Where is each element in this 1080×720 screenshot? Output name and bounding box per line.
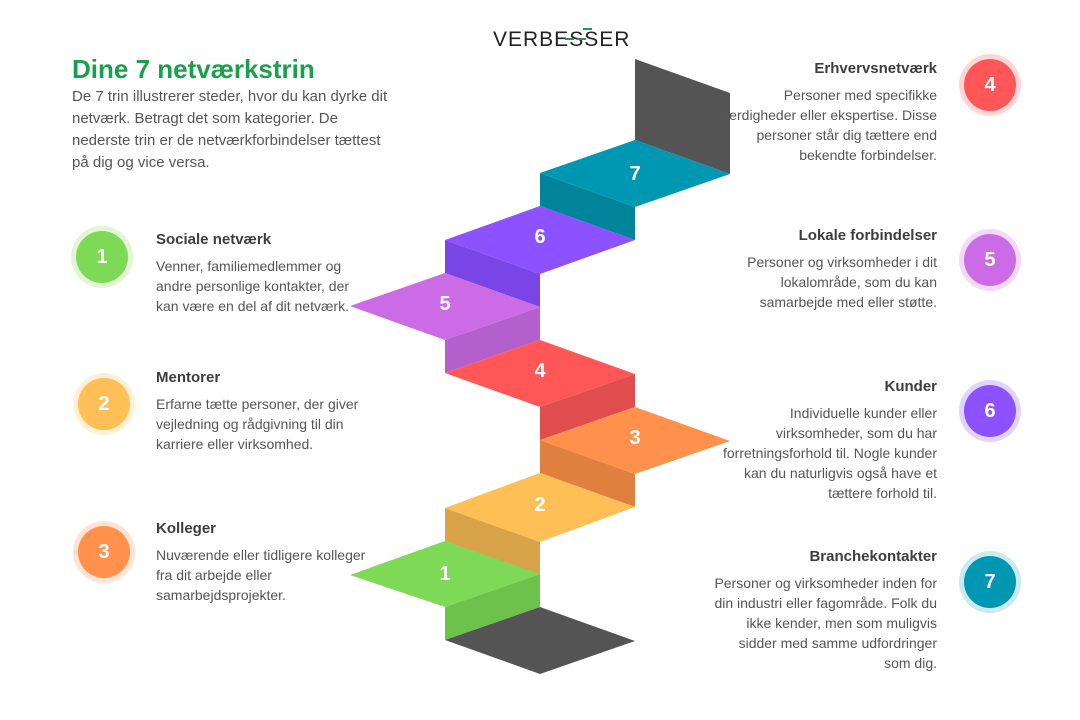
step-text: Erfarne tætte personer, der giver vejled… <box>156 396 359 452</box>
stair-3-tread <box>540 407 730 474</box>
step-6-description: Kunder Individuelle kunder eller virksom… <box>712 378 937 503</box>
stair-3-riser <box>540 440 635 507</box>
step-badge-2: 2 <box>78 378 130 430</box>
brand-logo: VERBESSER <box>493 26 629 54</box>
stair-4-tread <box>445 340 635 407</box>
step-text: Personer og virksomheder i dit lokalområ… <box>747 254 937 310</box>
stair-number: 6 <box>534 226 545 248</box>
step-7-description: Branchekontakter Personer og virksomhede… <box>712 548 937 673</box>
stair-7-tread <box>540 140 730 207</box>
stair-5-riser <box>445 307 540 373</box>
stair-6-tread <box>445 206 635 274</box>
step-badge-7: 7 <box>964 556 1016 608</box>
badge-number: 1 <box>96 245 108 268</box>
step-1-description: Sociale netværk Venner, familiemedlemmer… <box>156 231 366 316</box>
stair-1-riser <box>445 574 540 640</box>
step-title: Lokale forbindelser <box>798 227 937 244</box>
stair-4-riser <box>540 374 635 440</box>
step-badge-4: 4 <box>964 59 1016 111</box>
stair-7-riser <box>540 173 635 240</box>
badge-number: 5 <box>984 248 996 271</box>
step-title: Branchekontakter <box>809 548 937 565</box>
step-4-description: Erhvervsnetværk Personer med specifikke … <box>712 60 937 165</box>
stair-number: 3 <box>629 427 640 449</box>
logo-accent-bar <box>577 38 586 40</box>
stair-number: 5 <box>439 293 450 315</box>
badge-number: 7 <box>984 570 996 593</box>
step-badge-5: 5 <box>964 234 1016 286</box>
step-title: Kolleger <box>156 520 217 537</box>
badge-number: 4 <box>984 73 996 96</box>
step-text: Personer og virksomheder inden for din i… <box>714 575 937 671</box>
stair-2-riser <box>445 508 540 575</box>
step-badge-1: 1 <box>76 231 128 283</box>
stair-number: 2 <box>534 494 545 516</box>
step-text: Venner, familiemedlemmer og andre person… <box>156 258 350 314</box>
step-badge-3: 3 <box>78 526 130 578</box>
page-title: Dine 7 netværkstrin <box>72 54 315 84</box>
badge-number: 3 <box>98 540 110 563</box>
step-title: Kunder <box>884 378 938 395</box>
step-text: Nuværende eller tidligere kolleger fra d… <box>156 547 366 603</box>
stair-1-tread <box>350 541 540 607</box>
step-title: Mentorer <box>156 369 221 386</box>
stair-number: 4 <box>534 360 546 382</box>
step-text: Individuelle kunder eller virksomheder, … <box>722 405 937 501</box>
stair-6-riser <box>445 240 540 307</box>
logo-text: VERBESSER <box>493 28 631 51</box>
badge-number: 2 <box>98 392 110 415</box>
stair-floor <box>445 607 635 674</box>
step-title: Sociale netværk <box>156 231 272 248</box>
step-badge-6: 6 <box>964 385 1016 437</box>
step-title: Erhvervsnetværk <box>814 60 937 77</box>
logo-accent-bar <box>583 28 592 30</box>
step-3-description: Kolleger Nuværende eller tidligere kolle… <box>156 520 366 605</box>
logo-accent-bar <box>565 38 574 40</box>
stair-top-wall <box>635 59 730 174</box>
stair-2-tread <box>445 473 635 542</box>
intro-text: De 7 trin illustrerer steder, hvor du ka… <box>72 88 388 171</box>
stair-5-tread <box>350 273 540 340</box>
step-5-description: Lokale forbindelser Personer og virksomh… <box>712 227 937 312</box>
stair-number: 7 <box>629 163 640 185</box>
stair-number: 1 <box>439 563 450 585</box>
badge-number: 6 <box>984 399 996 422</box>
step-2-description: Mentorer Erfarne tætte personer, der giv… <box>156 369 366 454</box>
step-text: Personer med specifikke færdigheder elle… <box>720 87 937 163</box>
